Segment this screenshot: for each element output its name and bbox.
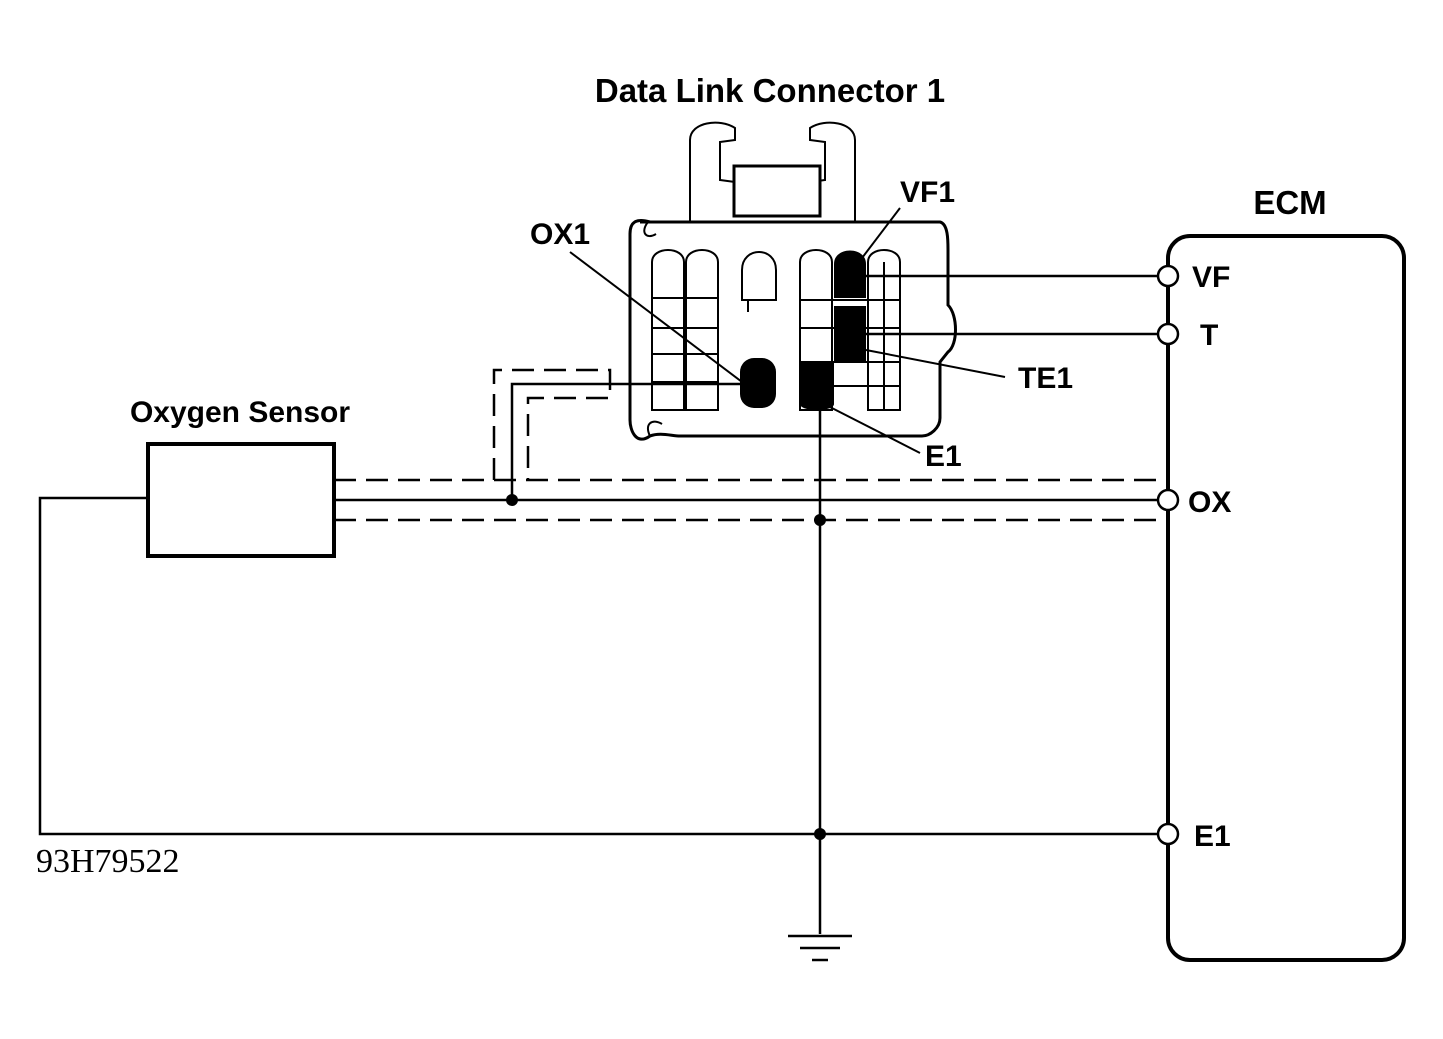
- shield-loop: [492, 368, 612, 480]
- sensor-label: Oxygen Sensor: [130, 396, 350, 429]
- connector-title: Data Link Connector 1: [595, 72, 945, 109]
- terminal-label-t: T: [1200, 319, 1218, 352]
- oxygen-sensor: [146, 442, 336, 558]
- wire-sensor-ground: [38, 496, 1160, 836]
- pin-vf1: [834, 250, 866, 298]
- pin-label-vf1: VF1: [900, 176, 955, 209]
- data-link-connector: [628, 121, 957, 441]
- wire-ox1: [510, 382, 742, 500]
- pin-ox1: [740, 358, 776, 408]
- pin-te1: [834, 306, 866, 362]
- pin-label-ox1: OX1: [530, 218, 590, 251]
- ecm-label: ECM: [1253, 184, 1326, 221]
- pin-e1: [800, 362, 834, 410]
- pin-label-e1: E1: [925, 440, 962, 473]
- pin-label-te1: TE1: [1018, 362, 1073, 395]
- terminal-label-e1: E1: [1194, 820, 1231, 853]
- terminal-label-vf: VF: [1192, 261, 1230, 294]
- terminal-t: [1156, 322, 1180, 346]
- junction-dot: [814, 514, 826, 526]
- terminal-label-ox: OX: [1188, 486, 1231, 519]
- terminal-e1: [1156, 822, 1180, 846]
- ecm-box: [1166, 234, 1406, 962]
- ground-icon: [788, 934, 852, 962]
- terminal-vf: [1156, 264, 1180, 288]
- figure-id: 93H79522: [36, 843, 180, 880]
- junction-dot: [506, 494, 518, 506]
- terminal-ox: [1156, 488, 1180, 512]
- junction-dot: [814, 828, 826, 840]
